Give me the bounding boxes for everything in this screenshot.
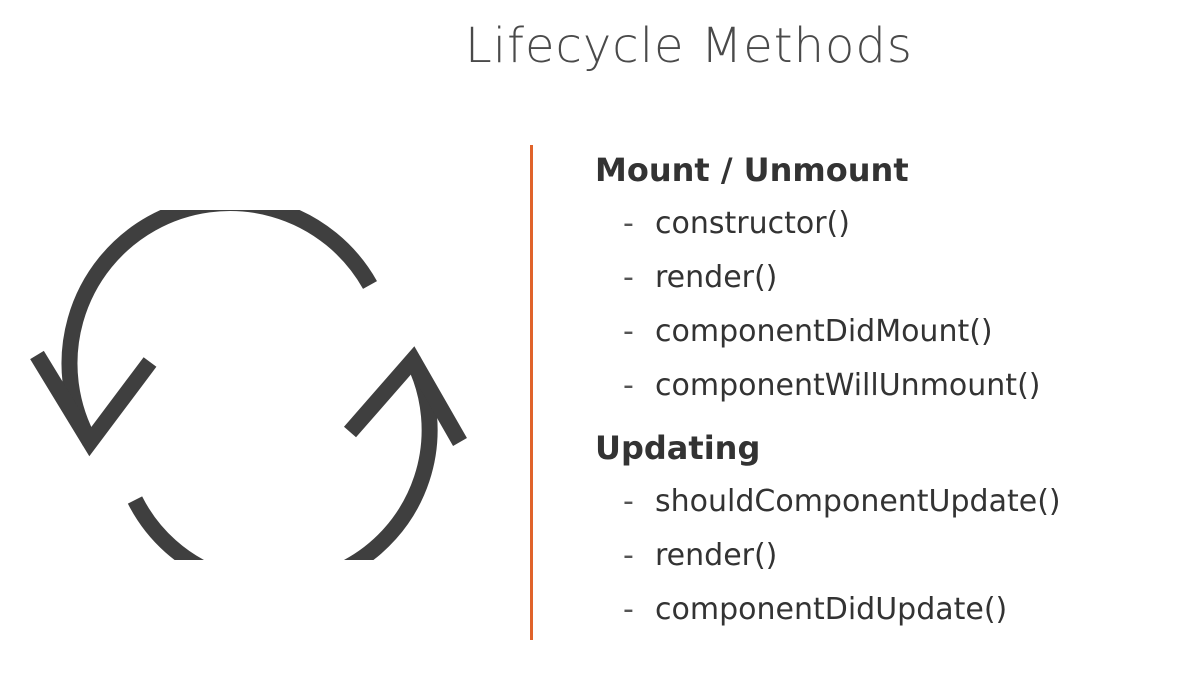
upper-arrowhead [30,350,157,457]
dash-bullet: - [623,537,634,573]
dash-bullet: - [623,259,634,295]
section-mount-unmount: Mount / Unmount - constructor() - render… [595,148,1185,412]
dash-bullet: - [623,483,634,519]
dash-bullet: - [623,205,634,241]
upper-arrow-arc [61,210,377,446]
method-item: - constructor() [595,196,1185,250]
method-item: - render() [595,250,1185,304]
refresh-cycle-icon [30,210,467,560]
method-item: - shouldComponentUpdate() [595,474,1185,528]
method-list-updating: - shouldComponentUpdate() - render() - c… [595,474,1185,636]
method-item: - componentWillUnmount() [595,358,1185,412]
lower-arrowhead [343,346,467,446]
lower-arrow-arc [127,356,438,560]
method-item: - componentDidMount() [595,304,1185,358]
method-item: - render() [595,528,1185,582]
section-updating: Updating - shouldComponentUpdate() - ren… [595,426,1185,636]
methods-content: Mount / Unmount - constructor() - render… [595,148,1185,650]
method-label: constructor() [655,205,850,241]
method-label: componentWillUnmount() [655,367,1041,403]
method-label: componentDidMount() [655,313,993,349]
dash-bullet: - [623,313,634,349]
method-list-mount-unmount: - constructor() - render() - componentDi… [595,196,1185,412]
section-heading-updating: Updating [595,429,761,467]
slide-title: Lifecycle Methods [465,18,913,74]
method-item: - componentDidUpdate() [595,582,1185,636]
method-label: componentDidUpdate() [655,591,1008,627]
method-label: shouldComponentUpdate() [655,483,1061,519]
method-label: render() [655,537,778,573]
method-label: render() [655,259,778,295]
accent-divider [530,145,533,640]
dash-bullet: - [623,367,634,403]
dash-bullet: - [623,591,634,627]
section-heading-mount-unmount: Mount / Unmount [595,151,909,189]
